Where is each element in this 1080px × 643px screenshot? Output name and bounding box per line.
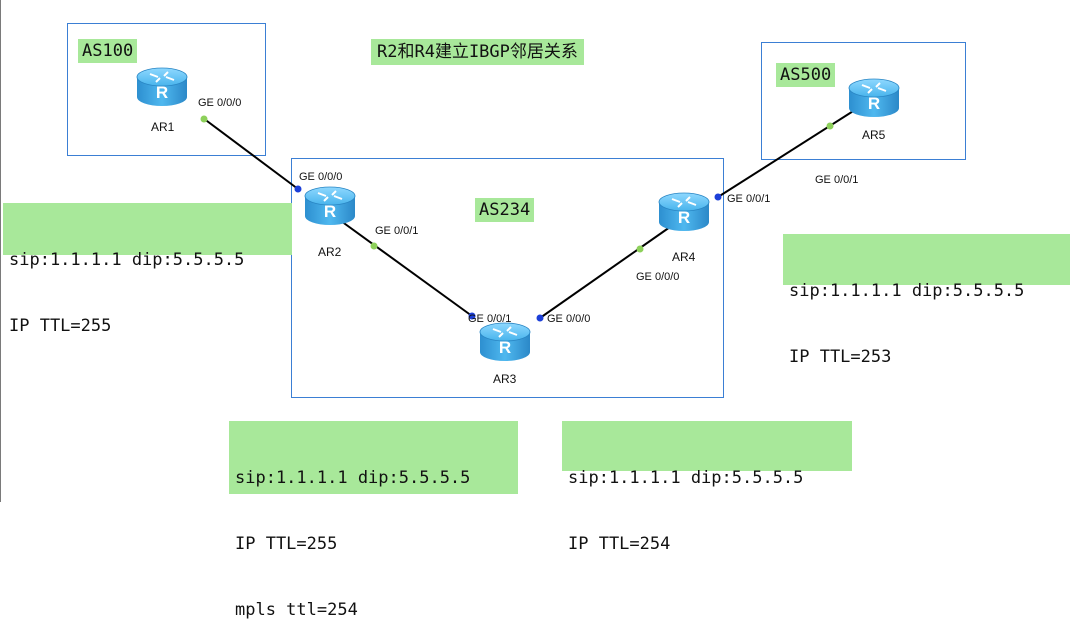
packet-info-near-ar2: sip:1.1.1.1 dip:5.5.5.5 IP TTL=255 bbox=[3, 203, 292, 336]
router-ar5-name: AR5 bbox=[862, 128, 886, 142]
topology-canvas: R bbox=[136, 67, 900, 362]
router-ar5-icon[interactable] bbox=[848, 78, 900, 118]
router-ar1-name: AR1 bbox=[151, 120, 175, 134]
port-dot-ar4-ge001 bbox=[714, 193, 722, 201]
link-ar4-ar5 bbox=[717, 107, 859, 198]
router-ar2-name: AR2 bbox=[318, 245, 342, 259]
port-dot-ar4-ge000 bbox=[636, 245, 644, 253]
router-ar1-icon[interactable] bbox=[136, 67, 188, 107]
as500-label: AS500 bbox=[776, 63, 836, 87]
as100-area bbox=[67, 23, 266, 156]
packet-info-line: sip:1.1.1.1 dip:5.5.5.5 bbox=[9, 250, 245, 270]
packet-info-near-ar5: sip:1.1.1.1 dip:5.5.5.5 IP TTL=253 bbox=[783, 234, 1070, 367]
as500-area bbox=[761, 42, 966, 160]
port-dot-ar3-ge000 bbox=[536, 314, 544, 322]
packet-info-line: sip:1.1.1.1 dip:5.5.5.5 bbox=[568, 468, 804, 488]
packet-info-bottom-right: sip:1.1.1.1 dip:5.5.5.5 IP TTL=254 bbox=[562, 421, 852, 554]
as234-area bbox=[291, 158, 724, 398]
packet-info-bottom-left: sip:1.1.1.1 dip:5.5.5.5 IP TTL=255 mpls … bbox=[229, 421, 518, 620]
ar5-ge001-label: GE 0/0/1 bbox=[815, 174, 859, 186]
packet-info-line: mpls ttl=254 bbox=[235, 600, 358, 620]
as234-label: AS234 bbox=[475, 198, 535, 222]
router-ar4-name: AR4 bbox=[672, 250, 696, 264]
window-left-edge bbox=[0, 0, 1, 502]
packet-info-line: IP TTL=255 bbox=[235, 534, 338, 554]
as100-label: AS100 bbox=[78, 39, 138, 63]
port-dot-ar2-ge001 bbox=[370, 242, 378, 250]
router-ar3-name: AR3 bbox=[493, 372, 517, 386]
link-ar2-ar3 bbox=[329, 212, 473, 317]
diagram-title: R2和R4建立IBGP邻居关系 bbox=[371, 39, 584, 65]
port-dot-ar5-ge001 bbox=[826, 122, 834, 130]
ar4-ge001-label: GE 0/0/1 bbox=[727, 193, 771, 205]
link-ar3-ar4 bbox=[539, 219, 681, 319]
router-ar2-icon[interactable] bbox=[304, 186, 356, 226]
ar3-ge001-label: GE 0/0/1 bbox=[468, 313, 512, 325]
ar2-ge001-label: GE 0/0/1 bbox=[375, 225, 419, 237]
link-ar1-ar2 bbox=[202, 117, 299, 190]
port-dot-ar2-ge000 bbox=[294, 185, 302, 193]
port-dot-ar1-ge000 bbox=[200, 115, 208, 123]
ar1-ge000-label: GE 0/0/0 bbox=[198, 97, 242, 109]
router-ar4-icon[interactable] bbox=[658, 192, 710, 232]
ar4-ge000-label: GE 0/0/0 bbox=[636, 271, 680, 283]
packet-info-line: IP TTL=254 bbox=[568, 534, 671, 554]
router-ar3-icon[interactable] bbox=[479, 322, 531, 362]
packet-info-line: IP TTL=253 bbox=[789, 347, 892, 367]
ar3-ge000-label: GE 0/0/0 bbox=[547, 313, 591, 325]
port-dot-ar3-ge001 bbox=[468, 312, 476, 320]
packet-info-line: sip:1.1.1.1 dip:5.5.5.5 bbox=[789, 281, 1025, 301]
packet-info-line: IP TTL=255 bbox=[9, 316, 112, 336]
ar2-ge000-label: GE 0/0/0 bbox=[299, 171, 343, 183]
packet-info-line: sip:1.1.1.1 dip:5.5.5.5 bbox=[235, 468, 471, 488]
